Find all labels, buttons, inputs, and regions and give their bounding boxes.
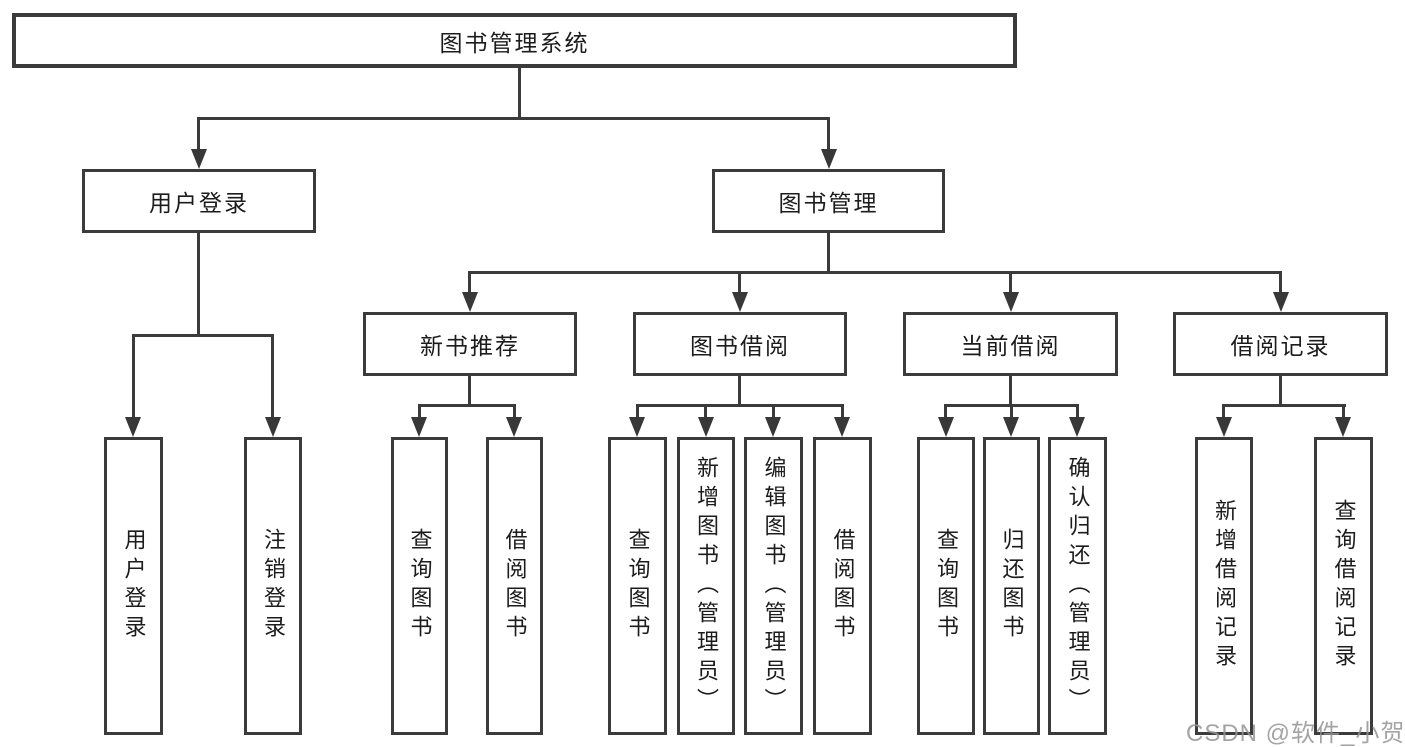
leaf-user-login: 用户登录 [104,437,163,735]
arrowhead-icon [125,417,141,437]
connector-borrow-bus [636,404,844,407]
connector-stem [1009,271,1012,294]
arrowhead-icon [1003,417,1019,437]
connector-stem [1342,404,1345,419]
leaf-borrow-books: 借阅图书 [813,437,872,735]
connector-root-stem [518,68,521,120]
node-new-book-recommend: 新书推荐 [363,312,577,376]
arrowhead-icon [834,417,850,437]
arrowhead-icon [1273,292,1289,312]
leaf-query-borrow-record: 查询借阅记录 [1314,437,1373,735]
arrowhead-icon [506,417,522,437]
arrowhead-icon [411,417,427,437]
connector-stem [1279,271,1282,294]
leaf-logout: 注销登录 [244,437,302,735]
node-user-login-label: 用户登录 [149,190,249,216]
node-new-book-recommend-label: 新书推荐 [420,333,520,359]
connector-level2-bus [197,117,830,120]
node-root-label: 图书管理系统 [439,29,590,56]
connector-stem [841,404,844,419]
connector-stem [827,232,830,274]
connector-stem [944,404,947,419]
arrowhead-icon [265,417,281,437]
node-user-login: 用户登录 [82,169,316,233]
leaf-return-books: 归还图书 [983,437,1040,735]
connector-stem [1009,376,1012,407]
leaf-confirm-return-admin: 确认归还（管理员） [1048,437,1107,735]
connector-records-bus [1222,404,1346,407]
leaf-add-borrow-record: 新增借阅记录 [1195,437,1253,735]
arrowhead-icon [1003,292,1019,312]
arrowhead-icon [765,417,781,437]
connector-stem [1076,404,1079,419]
connector-stem [1010,404,1013,419]
arrowhead-icon [1069,417,1085,437]
connector-stem [197,117,200,150]
arrowhead-icon [1216,417,1232,437]
leaf-edit-books-admin: 编辑图书（管理员） [744,437,803,735]
arrowhead-icon [462,292,478,312]
leaf-query-books-borrow: 查询图书 [608,437,667,735]
connector-stem [738,376,741,407]
connector-stem [468,376,471,407]
leaf-add-books-admin: 新增图书（管理员） [677,437,735,735]
connector-stem [1279,376,1282,407]
node-book-management-label: 图书管理 [778,190,879,216]
csdn-watermark: CSDN @软件_小贺同学 [1186,720,1405,747]
connector-user-login-bus [132,334,274,337]
node-root: 图书管理系统 [12,13,1017,68]
leaf-borrow-books-recommend: 借阅图书 [486,437,543,735]
arrowhead-icon [629,417,645,437]
connector-stem [772,404,775,419]
node-borrow-records: 借阅记录 [1173,312,1388,376]
node-book-borrow: 图书借阅 [633,312,847,376]
connector-stem [1222,404,1225,419]
connector-stem [468,271,471,294]
arrowhead-icon [732,292,748,312]
connector-stem [827,117,830,150]
node-book-borrow-label: 图书借阅 [690,333,790,359]
node-current-borrow: 当前借阅 [903,312,1118,376]
arrowhead-icon [938,417,954,437]
connector-stem [271,334,274,419]
connector-stem [704,404,707,419]
leaf-query-books-current: 查询图书 [917,437,975,735]
connector-stem [418,404,421,419]
connector-stem [738,271,741,294]
node-borrow-records-label: 借阅记录 [1230,333,1331,359]
leaf-query-books-recommend: 查询图书 [391,437,448,735]
connector-level3-bus [468,271,1282,274]
node-book-management: 图书管理 [712,169,945,233]
connector-stem [132,334,135,419]
connector-recommend-bus [418,404,516,407]
arrowhead-icon [1335,417,1351,437]
connector-stem [197,233,200,337]
node-current-borrow-label: 当前借阅 [960,333,1061,359]
arrowhead-icon [698,417,714,437]
arrowhead-icon [191,149,207,169]
connector-stem [636,404,639,419]
arrowhead-icon [821,149,837,169]
connector-stem [513,404,516,419]
